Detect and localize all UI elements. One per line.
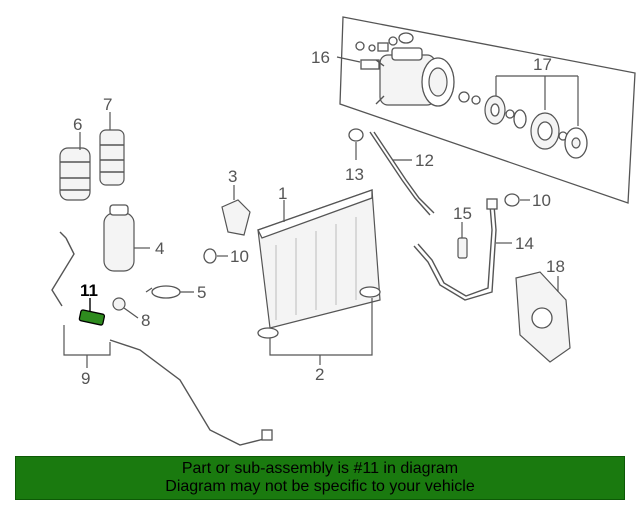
callout-14: 14 xyxy=(515,234,534,253)
callout-7: 7 xyxy=(103,95,112,114)
part-15-valve xyxy=(457,222,468,259)
callout-9: 9 xyxy=(81,369,90,388)
callout-18: 18 xyxy=(546,257,565,276)
callout-6: 6 xyxy=(73,115,82,134)
part-7-drier-cartridge xyxy=(99,129,125,186)
callout-8: 8 xyxy=(141,311,150,330)
part-14-hose xyxy=(413,198,512,301)
part-9-hose-assembly xyxy=(51,231,273,446)
compressor-detail-panel xyxy=(339,16,636,204)
banner-line-1: Part or sub-assembly is #11 in diagram xyxy=(181,460,459,477)
part-8-valve xyxy=(112,297,139,319)
callout-12: 12 xyxy=(415,151,434,170)
callout-10-right: 10 xyxy=(532,191,551,210)
callout-5: 5 xyxy=(197,283,206,302)
callout-2: 2 xyxy=(315,365,324,384)
callout-1: 1 xyxy=(278,184,287,203)
parts-diagram: 1 2 3 4 5 6 7 8 9 10 10 11 12 13 14 15 1… xyxy=(51,16,636,446)
part-4-accumulator xyxy=(103,204,150,272)
callout-16: 16 xyxy=(311,48,330,67)
part-11-highlighted[interactable] xyxy=(78,298,106,326)
callout-3: 3 xyxy=(228,167,237,186)
callout-15: 15 xyxy=(453,204,472,223)
callout-17: 17 xyxy=(533,55,552,74)
part-18-bracket xyxy=(515,271,571,363)
callout-11: 11 xyxy=(80,281,98,300)
part-3-bracket xyxy=(221,185,251,236)
callout-4: 4 xyxy=(155,239,164,258)
callout-13: 13 xyxy=(345,165,364,184)
banner-line-2: Diagram may not be specific to your vehi… xyxy=(165,478,475,495)
part-5-bracket xyxy=(145,285,194,299)
part-6-desiccant xyxy=(59,147,91,201)
callout-10-left: 10 xyxy=(230,247,249,266)
part-12-hose xyxy=(369,131,435,216)
part-1-condenser xyxy=(257,189,381,329)
notice-banner: Part or sub-assembly is #11 in diagram D… xyxy=(15,456,625,500)
compressor xyxy=(375,47,455,107)
